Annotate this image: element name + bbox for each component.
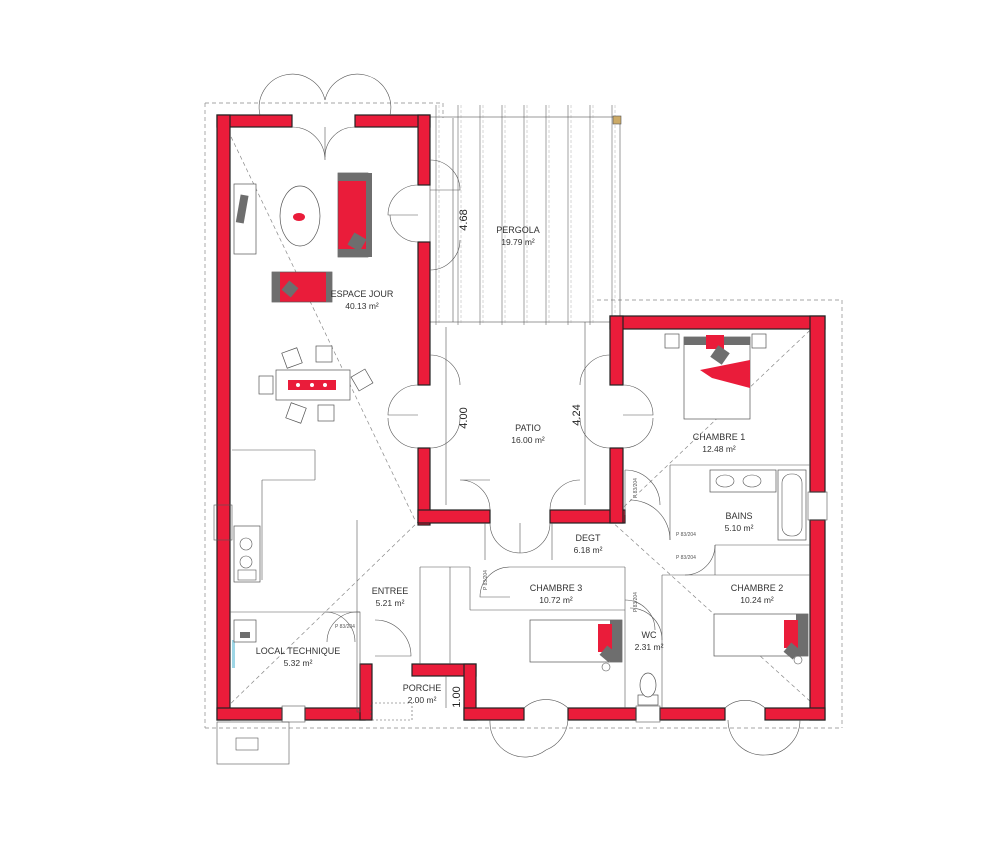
room-labels: ESPACE JOUR 40.13 m² PERGOLA 19.79 m² PA… (256, 225, 784, 705)
wall-bedroom-east-bottom (809, 519, 826, 721)
door-marks: P 83/204 P 83/204 P 83/204 P 83/204 P 83… (335, 478, 696, 630)
wall-bedroom-east-top (809, 315, 826, 493)
room-area-wc: 2.31 m² (635, 642, 664, 652)
door-mark-wc: P 83/204 (633, 592, 639, 612)
wall-south-1 (216, 707, 283, 721)
bathroom-fixtures (709, 469, 807, 541)
wall-patio-south-left (417, 509, 491, 524)
dimension-pergola-height: 4.68 (458, 209, 470, 230)
interior-partitions (230, 449, 810, 713)
room-area-bains: 5.10 m² (725, 523, 754, 533)
walls (216, 114, 826, 721)
room-area-chambre-3: 10.72 m² (539, 595, 573, 605)
room-name-wc: WC (642, 630, 657, 640)
room-area-porche: 2.00 m² (408, 695, 437, 705)
living-furniture (233, 172, 374, 424)
wall-patio-south-right (549, 509, 626, 524)
wall-porch-west (359, 663, 373, 721)
room-name-patio: PATIO (515, 423, 541, 433)
room-name-entree: ENTREE (372, 586, 409, 596)
wall-south-4 (567, 707, 637, 721)
wall-bedroom-north (609, 315, 826, 330)
bed-chambre-2 (713, 613, 809, 665)
dimension-porch: 1.00 (451, 686, 463, 707)
door-mark-chambre-3: P 83/204 (483, 570, 489, 590)
wall-living-west (216, 114, 231, 721)
wall-living-east-top (417, 114, 431, 186)
room-area-espace-jour: 40.13 m² (345, 301, 379, 311)
kitchen-sink (233, 525, 261, 583)
room-name-chambre-2: CHAMBRE 2 (731, 583, 784, 593)
room-area-chambre-1: 12.48 m² (702, 444, 736, 454)
dimension-lines (445, 118, 586, 708)
exterior-box (216, 721, 290, 765)
bed-chambre-3 (529, 619, 623, 672)
room-name-pergola: PERGOLA (496, 225, 540, 235)
technical-equipment (233, 619, 257, 643)
room-name-chambre-1: CHAMBRE 1 (693, 432, 746, 442)
room-area-degt: 6.18 m² (574, 545, 603, 555)
wall-living-east-bottom (417, 447, 431, 526)
door-mark-bains-1: P 83/204 (676, 532, 696, 538)
room-name-espace-jour: ESPACE JOUR (331, 289, 394, 299)
bed-chambre-1 (664, 333, 767, 420)
room-area-patio: 16.00 m² (511, 435, 545, 445)
room-area-local-technique: 5.32 m² (284, 658, 313, 668)
room-name-degt: DEGT (575, 533, 601, 543)
room-area-entree: 5.21 m² (376, 598, 405, 608)
dimension-patio-right: 4.24 (571, 404, 583, 425)
dimension-patio-left: 4.00 (458, 407, 470, 428)
windows (213, 491, 828, 668)
toilet (637, 672, 659, 706)
room-name-local-technique: LOCAL TECHNIQUE (256, 646, 341, 656)
room-area-chambre-2: 10.24 m² (740, 595, 774, 605)
wall-bedroom-west-bottom (609, 447, 624, 524)
wall-south-2 (304, 707, 366, 721)
room-name-chambre-3: CHAMBRE 3 (530, 583, 583, 593)
room-name-porche: PORCHE (403, 683, 442, 693)
room-area-pergola: 19.79 m² (501, 237, 535, 247)
pergola-structure (429, 105, 622, 325)
door-mark-local-technique: P 83/204 (335, 624, 355, 630)
wall-living-east-mid (417, 241, 431, 386)
room-name-bains: BAINS (725, 511, 752, 521)
dimension-labels: 4.68 4.00 4.24 1.00 (451, 209, 583, 707)
door-mark-bains-2: P 83/204 (676, 555, 696, 561)
wall-south-5 (659, 707, 726, 721)
door-mark-chambre-1: P 83/204 (633, 478, 639, 498)
wall-bedroom-west-top (609, 315, 624, 386)
doors (258, 73, 801, 758)
wall-south-6 (764, 707, 826, 721)
wall-south-3 (463, 707, 525, 721)
